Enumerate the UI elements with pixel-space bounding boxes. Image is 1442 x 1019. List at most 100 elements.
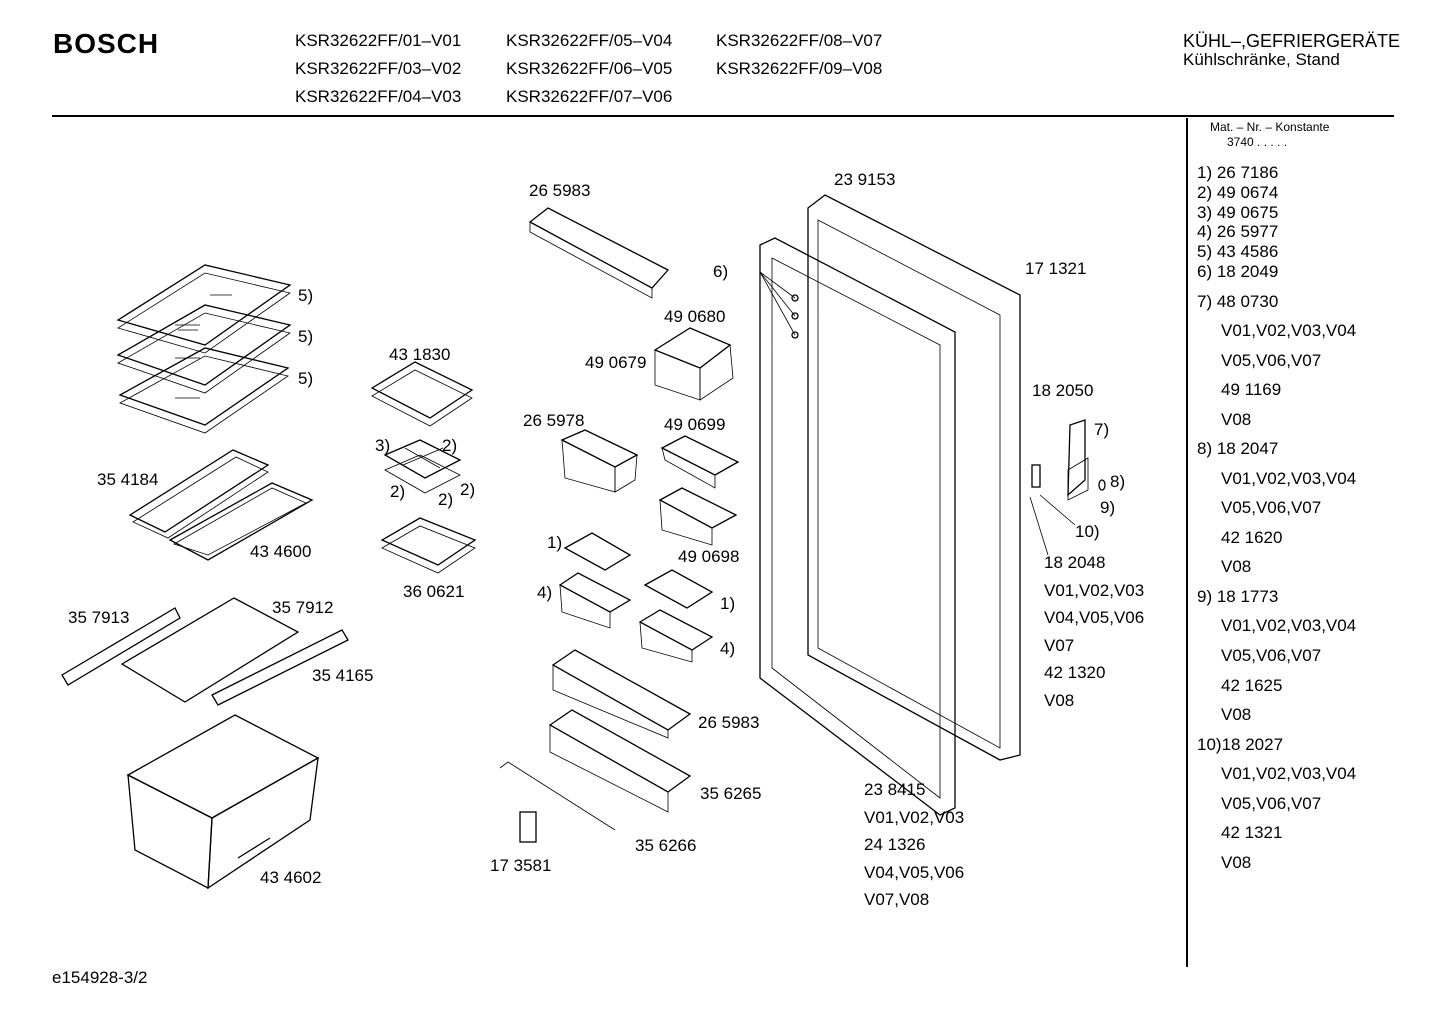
part-label: 9) bbox=[1100, 498, 1116, 517]
part-label: 5) bbox=[298, 327, 314, 346]
door-bin-icon bbox=[558, 572, 632, 629]
part-label: 35 7913 bbox=[68, 608, 130, 627]
part-label: 2) bbox=[438, 490, 454, 509]
part-label: 23 8415 bbox=[864, 780, 926, 799]
hinge-icon bbox=[1067, 419, 1089, 501]
part-label: 2) bbox=[442, 436, 458, 455]
header-divider bbox=[52, 115, 1394, 117]
parts-list-entry: V01,V02,V03,V04 bbox=[1221, 321, 1357, 340]
part-label: 36 0621 bbox=[403, 582, 465, 601]
part-label: V01,V02,V03 bbox=[1044, 581, 1145, 600]
parts-list-entry: 10)18 2027 bbox=[1197, 735, 1284, 754]
rail-icon bbox=[61, 607, 181, 686]
parts-list-entry: V08 bbox=[1221, 410, 1252, 429]
parts-list-entry: 6) 18 2049 bbox=[1197, 262, 1279, 281]
part-label: 24 1326 bbox=[864, 835, 926, 854]
model-number: KSR32622FF/01–V01 bbox=[295, 31, 462, 50]
model-number: KSR32622FF/06–V05 bbox=[506, 59, 673, 78]
parts-list-entry: 4) 26 5977 bbox=[1197, 222, 1279, 241]
part-label: 35 4184 bbox=[97, 470, 159, 489]
mat-title: Mat. – Nr. – Konstante bbox=[1210, 120, 1330, 134]
sidebar-divider bbox=[1186, 118, 1188, 967]
part-label: V08 bbox=[1044, 691, 1075, 710]
part-label: 2) bbox=[460, 480, 476, 499]
mat-value: 3740 . . . . . bbox=[1227, 135, 1288, 149]
footer-code: e154928-3/2 bbox=[52, 968, 148, 987]
parts-list-entry: V05,V06,V07 bbox=[1221, 498, 1322, 517]
gasket-icon bbox=[759, 237, 956, 816]
drawer-icon bbox=[370, 361, 474, 427]
part-label: 4) bbox=[720, 639, 736, 658]
parts-list-entry: 9) 18 1773 bbox=[1197, 587, 1279, 606]
part-label: V04,V05,V06 bbox=[1044, 608, 1145, 627]
part-label: 2) bbox=[390, 482, 406, 501]
part-label: V07 bbox=[1044, 636, 1075, 655]
door-bin-icon bbox=[653, 327, 734, 401]
part-label: 35 4165 bbox=[312, 666, 374, 685]
door-bin-icon bbox=[660, 435, 740, 489]
part-label: 35 6265 bbox=[700, 784, 762, 803]
bracket-icon bbox=[1031, 464, 1041, 488]
door-bin-icon bbox=[560, 429, 639, 493]
door-icon bbox=[807, 194, 1021, 761]
part-label: 10) bbox=[1075, 522, 1100, 541]
model-number: KSR32622FF/05–V04 bbox=[506, 31, 673, 50]
part-label: 18 2048 bbox=[1044, 553, 1106, 572]
part-label: 18 2050 bbox=[1032, 381, 1094, 400]
parts-list-entry: 7) 48 0730 bbox=[1197, 292, 1279, 311]
door-bin-icon bbox=[551, 649, 692, 739]
rail-icon bbox=[499, 761, 616, 831]
door-bin-icon bbox=[528, 207, 670, 299]
parts-list-entry: 49 1169 bbox=[1221, 380, 1282, 399]
part-label: 17 1321 bbox=[1025, 259, 1087, 278]
parts-list-entry: 2) 49 0674 bbox=[1197, 183, 1279, 202]
glass-shelf-icon bbox=[118, 347, 290, 434]
part-label: 26 5983 bbox=[529, 181, 591, 200]
parts-list-entry: V08 bbox=[1221, 705, 1252, 724]
part-label: 23 9153 bbox=[834, 170, 896, 189]
part-label: 49 0699 bbox=[664, 415, 726, 434]
egg-tray-icon bbox=[563, 532, 714, 609]
parts-list-entry: 42 1321 bbox=[1221, 823, 1283, 842]
part-label: 1) bbox=[720, 594, 736, 613]
part-label: 17 3581 bbox=[490, 856, 552, 875]
parts-list-entry: 3) 49 0675 bbox=[1197, 203, 1279, 222]
parts-list-entry: V01,V02,V03,V04 bbox=[1221, 764, 1357, 783]
part-label: 6) bbox=[713, 262, 729, 281]
door-bin-icon bbox=[638, 609, 714, 663]
part-label: 5) bbox=[298, 369, 314, 388]
part-label: 35 6266 bbox=[635, 836, 697, 855]
part-label: 7) bbox=[1094, 420, 1110, 439]
parts-list-entry: 5) 43 4586 bbox=[1197, 242, 1279, 261]
parts-list-entry: V05,V06,V07 bbox=[1221, 794, 1322, 813]
brand-logo: BOSCH bbox=[53, 28, 160, 59]
part-label: V04,V05,V06 bbox=[864, 863, 965, 882]
part-label: V01,V02,V03 bbox=[864, 808, 965, 827]
glass-shelf-icon bbox=[120, 597, 300, 703]
parts-list-entry: 42 1620 bbox=[1221, 528, 1283, 547]
part-label: 49 0698 bbox=[678, 547, 740, 566]
part-label: 1) bbox=[547, 533, 563, 552]
part-label: 43 4600 bbox=[250, 542, 312, 561]
clip-icon bbox=[519, 811, 537, 843]
part-label: 26 5978 bbox=[523, 411, 585, 430]
model-number: KSR32622FF/09–V08 bbox=[716, 59, 883, 78]
part-label: 4) bbox=[537, 583, 553, 602]
parts-list-entry: 42 1625 bbox=[1221, 676, 1283, 695]
vegetable-drawer-icon bbox=[126, 714, 320, 890]
model-number: KSR32622FF/04–V03 bbox=[295, 87, 462, 106]
parts-list-entry: V05,V06,V07 bbox=[1221, 351, 1322, 370]
part-label: 8) bbox=[1110, 472, 1126, 491]
tray-icon bbox=[380, 517, 477, 574]
part-label: 49 0680 bbox=[664, 307, 726, 326]
part-label: 35 7912 bbox=[272, 598, 334, 617]
part-label: 3) bbox=[375, 436, 391, 455]
compartment-tray-icon bbox=[383, 439, 462, 494]
part-label: 43 1830 bbox=[389, 345, 451, 364]
parts-list-entry: V01,V02,V03,V04 bbox=[1221, 616, 1357, 635]
rail-icon bbox=[211, 629, 349, 706]
glass-shelf-icon bbox=[116, 264, 292, 354]
part-label: 42 1320 bbox=[1044, 663, 1106, 682]
part-label: 26 5983 bbox=[698, 713, 760, 732]
